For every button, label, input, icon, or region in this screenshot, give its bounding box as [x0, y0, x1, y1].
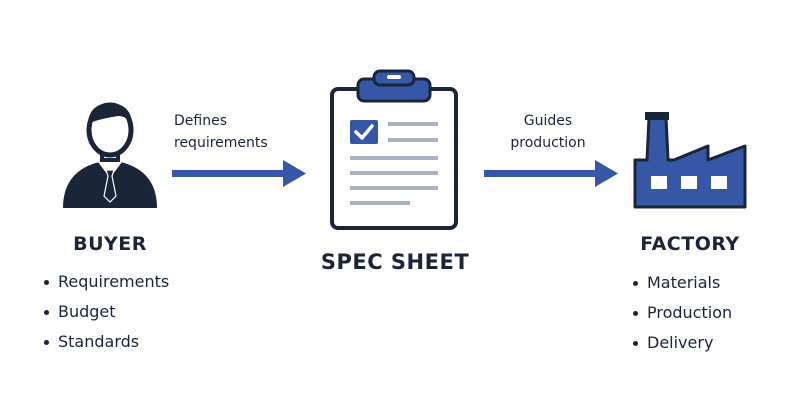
arrow-guides-production: [484, 160, 618, 187]
list-item: Budget: [42, 297, 169, 327]
list-item: Standards: [42, 327, 169, 357]
list-item: Requirements: [42, 267, 169, 297]
buyer-title: BUYER: [73, 233, 147, 255]
edge-label-line: requirements: [174, 135, 268, 151]
buyer-items-list: Requirements Budget Standards: [42, 267, 169, 357]
factory-icon: [633, 112, 747, 209]
edge-label-guides-production: Guides production: [500, 110, 596, 154]
spec-sheet-title: SPEC SHEET: [320, 250, 470, 274]
list-item: Materials: [631, 268, 732, 298]
list-item: Delivery: [631, 328, 732, 358]
arrow-defines-requirements: [172, 160, 306, 187]
factory-items-list: Materials Production Delivery: [631, 268, 732, 358]
list-item: Production: [631, 298, 732, 328]
edge-label-line: production: [510, 135, 586, 151]
user-silhouette-icon: [63, 102, 157, 208]
factory-title: FACTORY: [640, 233, 740, 255]
clipboard-checklist-icon: [330, 69, 458, 230]
edge-label-line: Guides: [523, 113, 573, 129]
edge-label-defines-requirements: Defines requirements: [174, 110, 268, 154]
edge-label-line: Defines: [174, 113, 227, 129]
